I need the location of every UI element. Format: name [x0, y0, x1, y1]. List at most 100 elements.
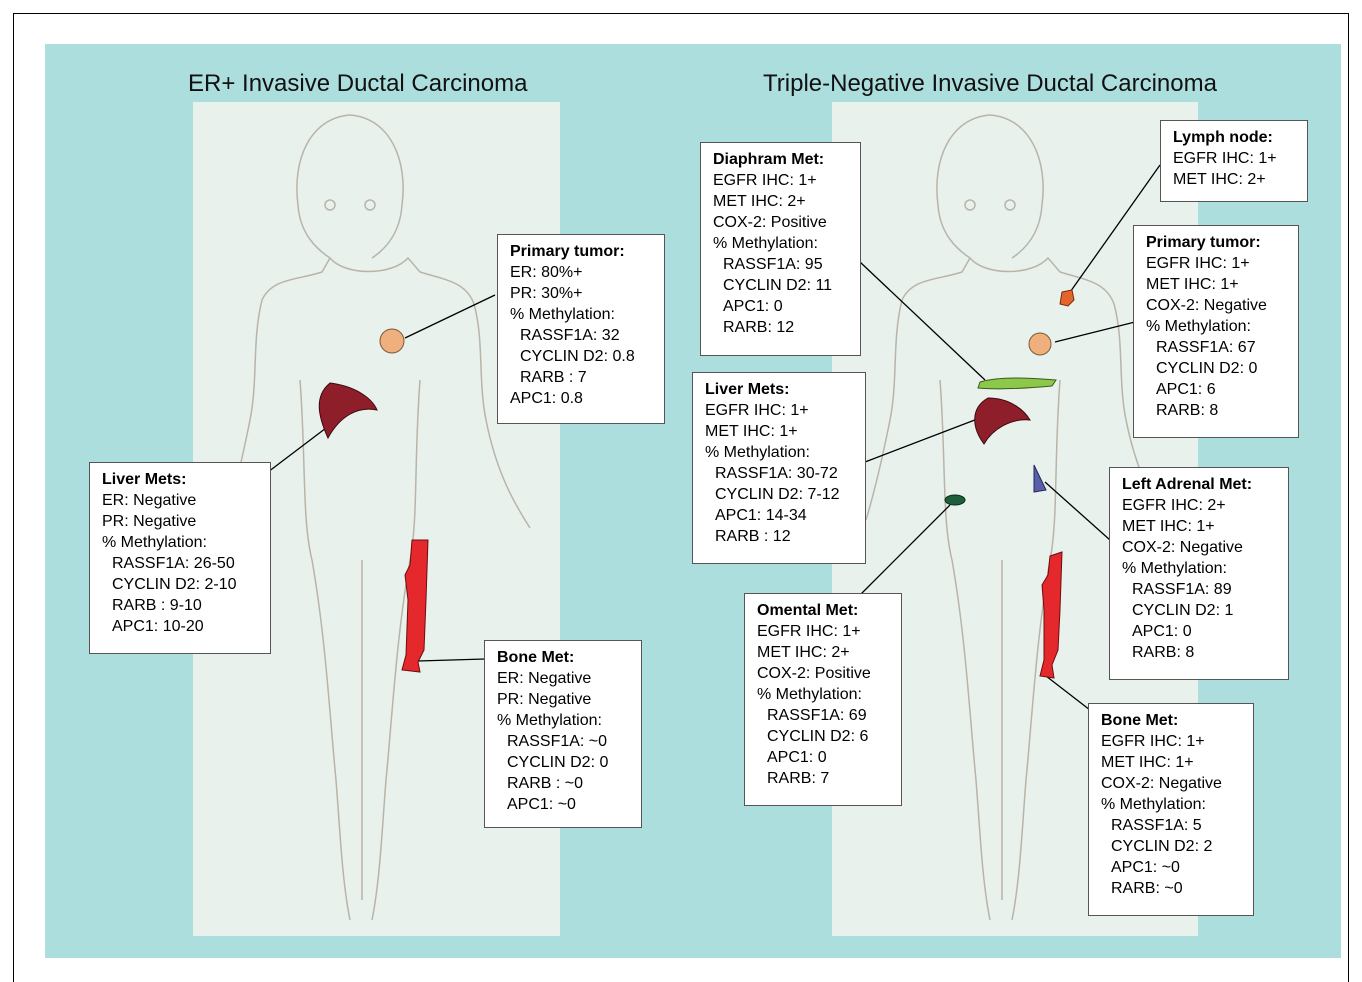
tn-primary-connector — [1055, 322, 1135, 342]
box-line: APC1: 0.8 — [510, 388, 654, 409]
box-line: CYCLIN D2: 0 — [497, 752, 631, 773]
tn-lymph-node-box: Lymph node: EGFR IHC: 1+ MET IHC: 2+ — [1160, 120, 1308, 202]
er-bone-connector — [418, 659, 485, 661]
box-line: ER: Negative — [102, 490, 260, 511]
er-bone-met-box: Bone Met: ER: Negative PR: Negative % Me… — [484, 640, 642, 828]
box-line: RARB : ~0 — [497, 773, 631, 794]
box-line: RASSF1A: 26-50 — [102, 553, 260, 574]
tn-liver-shape — [975, 398, 1030, 444]
box-line: EGFR IHC: 1+ — [1173, 148, 1297, 169]
tn-adrenal-shape — [1034, 465, 1046, 492]
box-line: ER: Negative — [497, 668, 631, 689]
box-line: CYCLIN D2: 0.8 — [510, 346, 654, 367]
tn-left-adrenal-met-box: Left Adrenal Met: EGFR IHC: 2+ MET IHC: … — [1109, 467, 1289, 680]
box-title: Liver Mets: — [102, 469, 260, 490]
tn-diaphragm-shape — [978, 378, 1056, 389]
box-line: CYCLIN D2: 2 — [1101, 836, 1243, 857]
box-line: APC1: 0 — [713, 296, 850, 317]
box-line: EGFR IHC: 1+ — [713, 170, 850, 191]
box-line: % Methylation: — [1122, 558, 1278, 579]
box-line: EGFR IHC: 1+ — [1101, 731, 1243, 752]
box-line: RARB : 7 — [510, 367, 654, 388]
box-title: Diaphram Met: — [713, 149, 850, 170]
box-line: % Methylation: — [713, 233, 850, 254]
er-liver-mets-box: Liver Mets: ER: Negative PR: Negative % … — [89, 462, 271, 654]
box-line: % Methylation: — [1146, 316, 1288, 337]
er-liver-shape — [319, 383, 377, 438]
box-line: PR: Negative — [102, 511, 260, 532]
box-line: RARB: 8 — [1122, 642, 1278, 663]
box-line: RARB: 7 — [757, 768, 891, 789]
box-line: APC1: 10-20 — [102, 616, 260, 637]
box-line: COX-2: Negative — [1122, 537, 1278, 558]
box-line: RASSF1A: 95 — [713, 254, 850, 275]
tn-primary-tumor-box: Primary tumor: EGFR IHC: 1+ MET IHC: 1+ … — [1133, 225, 1299, 438]
box-line: COX-2: Positive — [757, 663, 891, 684]
box-line: RASSF1A: 32 — [510, 325, 654, 346]
box-line: COX-2: Negative — [1101, 773, 1243, 794]
box-line: RASSF1A: 5 — [1101, 815, 1243, 836]
box-line: CYCLIN D2: 7-12 — [705, 484, 855, 505]
er-primary-tumor-shape — [380, 329, 404, 353]
er-primary-connector — [405, 295, 495, 338]
tn-bone-met-box: Bone Met: EGFR IHC: 1+ MET IHC: 1+ COX-2… — [1088, 703, 1254, 916]
box-title: Left Adrenal Met: — [1122, 474, 1278, 495]
tn-omentum-shape — [945, 495, 965, 505]
box-line: CYCLIN D2: 1 — [1122, 600, 1278, 621]
box-title: Primary tumor: — [1146, 232, 1288, 253]
box-title: Bone Met: — [1101, 710, 1243, 731]
box-line: APC1: ~0 — [497, 794, 631, 815]
box-line: MET IHC: 1+ — [1146, 274, 1288, 295]
tn-bone-shape — [1040, 552, 1062, 678]
box-title: Bone Met: — [497, 647, 631, 668]
box-line: RASSF1A: 67 — [1146, 337, 1288, 358]
box-line: APC1: 14-34 — [705, 505, 855, 526]
box-line: RARB: 8 — [1146, 400, 1288, 421]
box-line: EGFR IHC: 1+ — [757, 621, 891, 642]
box-line: MET IHC: 1+ — [1122, 516, 1278, 537]
tn-lymph-node-shape — [1060, 290, 1074, 306]
tn-liver-connector — [865, 418, 980, 462]
box-line: APC1: ~0 — [1101, 857, 1243, 878]
box-line: RASSF1A: ~0 — [497, 731, 631, 752]
box-line: PR: Negative — [497, 689, 631, 710]
tn-omental-met-box: Omental Met: EGFR IHC: 1+ MET IHC: 2+ CO… — [744, 593, 902, 806]
box-line: EGFR IHC: 1+ — [705, 400, 855, 421]
tn-omental-connector — [860, 505, 950, 595]
box-line: COX-2: Negative — [1146, 295, 1288, 316]
box-line: CYCLIN D2: 2-10 — [102, 574, 260, 595]
box-line: ER: 80%+ — [510, 262, 654, 283]
box-title: Liver Mets: — [705, 379, 855, 400]
er-bone-shape — [402, 540, 428, 672]
er-primary-tumor-box: Primary tumor: ER: 80%+ PR: 30%+ % Methy… — [497, 234, 665, 424]
box-line: RARB: 12 — [713, 317, 850, 338]
tn-diaphragm-met-box: Diaphram Met: EGFR IHC: 1+ MET IHC: 2+ C… — [700, 142, 861, 356]
box-line: PR: 30%+ — [510, 283, 654, 304]
box-line: % Methylation: — [102, 532, 260, 553]
tn-bone-connector — [1046, 676, 1090, 710]
box-line: CYCLIN D2: 6 — [757, 726, 891, 747]
box-line: RARB : 12 — [705, 526, 855, 547]
box-line: MET IHC: 2+ — [757, 642, 891, 663]
box-line: RARB : 9-10 — [102, 595, 260, 616]
tn-diaphragm-connector — [860, 262, 985, 380]
box-line: COX-2: Positive — [713, 212, 850, 233]
box-line: MET IHC: 1+ — [1101, 752, 1243, 773]
tn-liver-mets-box: Liver Mets: EGFR IHC: 1+ MET IHC: 1+ % M… — [692, 372, 866, 564]
box-line: RASSF1A: 30-72 — [705, 463, 855, 484]
box-line: RASSF1A: 69 — [757, 705, 891, 726]
box-line: MET IHC: 1+ — [705, 421, 855, 442]
box-line: APC1: 0 — [757, 747, 891, 768]
box-line: MET IHC: 2+ — [1173, 169, 1297, 190]
box-title: Primary tumor: — [510, 241, 654, 262]
box-line: % Methylation: — [510, 304, 654, 325]
box-line: % Methylation: — [705, 442, 855, 463]
tn-primary-tumor-shape — [1029, 333, 1051, 355]
box-line: RARB: ~0 — [1101, 878, 1243, 899]
box-line: % Methylation: — [757, 684, 891, 705]
box-line: MET IHC: 2+ — [713, 191, 850, 212]
box-line: APC1: 0 — [1122, 621, 1278, 642]
box-line: APC1: 6 — [1146, 379, 1288, 400]
box-line: CYCLIN D2: 11 — [713, 275, 850, 296]
box-line: EGFR IHC: 2+ — [1122, 495, 1278, 516]
